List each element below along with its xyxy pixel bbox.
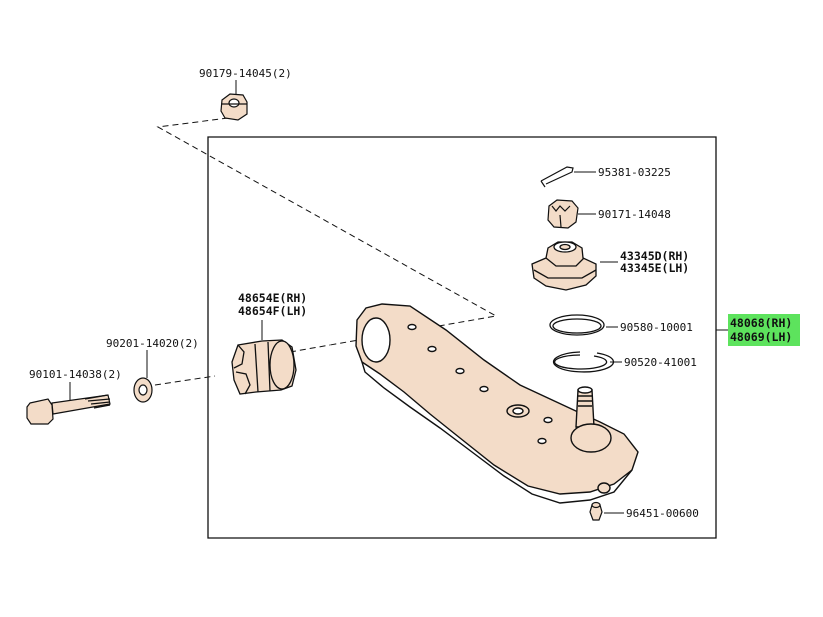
- bushing-icon: [231, 339, 297, 395]
- assembly-frame: [207, 136, 717, 539]
- nut-icon: [220, 93, 248, 121]
- part-number-bolt[interactable]: 90101-14038(2): [29, 368, 122, 381]
- part-number-snap-ring[interactable]: 90520-41001: [624, 356, 697, 369]
- lower-arm-icon: [355, 303, 639, 504]
- dust-boot-icon: [531, 241, 597, 291]
- part-number-bushing-lh[interactable]: 48654F(LH): [238, 304, 307, 318]
- part-number-arm-rh[interactable]: 48068(RH): [730, 316, 792, 330]
- grease-fitting-icon: [589, 501, 603, 521]
- part-number-bushing-rh[interactable]: 48654E(RH): [238, 291, 307, 305]
- part-number-washer[interactable]: 90201-14020(2): [106, 337, 199, 350]
- bolt-icon: [26, 394, 111, 425]
- part-number-boot-lh[interactable]: 43345E(LH): [620, 261, 689, 275]
- ring-icon: [549, 314, 605, 336]
- highlight-box: [728, 314, 800, 346]
- part-number-boot-rh[interactable]: 43345D(RH): [620, 249, 689, 263]
- washer-icon: [133, 377, 153, 403]
- snap-ring-icon: [552, 351, 615, 373]
- part-number-castle-nut[interactable]: 90171-14048: [598, 208, 671, 221]
- part-number-arm-lh[interactable]: 48069(LH): [730, 330, 792, 344]
- part-number-nut-top[interactable]: 90179-14045(2): [199, 67, 292, 80]
- castle-nut-icon: [547, 199, 579, 229]
- cotter-pin-icon: [540, 166, 574, 188]
- part-number-grease-fitting[interactable]: 96451-00600: [626, 507, 699, 520]
- part-number-ring[interactable]: 90580-10001: [620, 321, 693, 334]
- part-number-cotter-pin[interactable]: 95381-03225: [598, 166, 671, 179]
